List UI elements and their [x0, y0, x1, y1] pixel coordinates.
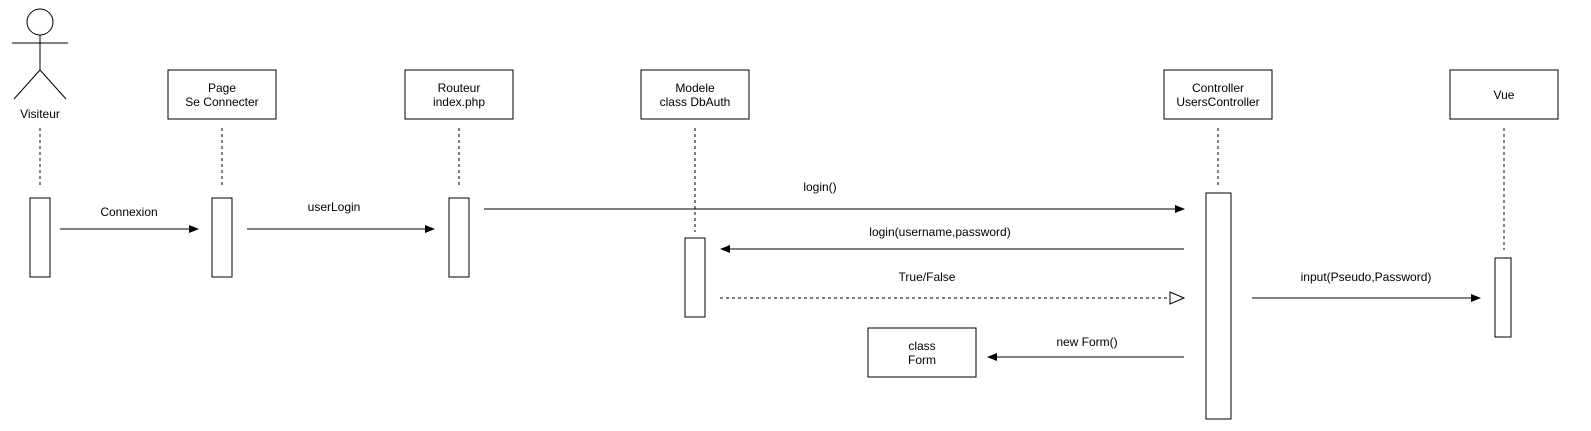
participant-label-line2: UsersController [1176, 95, 1259, 109]
participant-box [640, 69, 750, 120]
participant-label-line1: Routeur [438, 81, 481, 95]
participant-label-line1: Modele [675, 81, 715, 95]
actor-head [26, 8, 54, 36]
message-userlogin: userLogin [247, 200, 435, 233]
message-label: new Form() [1056, 335, 1117, 349]
activation-visiteur [29, 197, 51, 278]
message-login-credentials: login(username,password) [720, 225, 1184, 253]
participant-label-line1: Page [208, 81, 236, 95]
message-connexion: Connexion [60, 205, 199, 233]
participant-controller: Controller UsersController [1163, 69, 1273, 120]
participant-box [167, 69, 277, 120]
participant-label-line1: Controller [1192, 81, 1244, 95]
activation-controller [1205, 192, 1232, 420]
message-true-false: True/False [720, 270, 1184, 298]
activation-modele [684, 237, 706, 318]
participant-box [404, 69, 514, 120]
participant-page: Page Se Connecter [167, 69, 277, 120]
activation-routeur [448, 197, 470, 278]
message-label: login(username,password) [869, 225, 1010, 239]
message-label: Connexion [100, 205, 157, 219]
participant-routeur: Routeur index.php [404, 69, 514, 120]
activation-page [211, 197, 233, 278]
form-box-line2: Form [908, 353, 936, 367]
actor-left-leg [13, 69, 41, 100]
message-label: True/False [899, 270, 956, 284]
message-new-form: new Form() [987, 335, 1184, 361]
form-box-rect [867, 327, 977, 378]
participant-modele: Modele class DbAuth [640, 69, 750, 120]
message-label: input(Pseudo,Password) [1301, 270, 1432, 284]
message-label: login() [803, 180, 836, 194]
activation-vue [1494, 257, 1512, 338]
participant-label-line2: Se Connecter [185, 95, 258, 109]
actor-right-leg [39, 69, 67, 100]
message-input: input(Pseudo,Password) [1252, 270, 1481, 302]
message-label: userLogin [308, 200, 361, 214]
participant-vue: Vue [1449, 69, 1559, 120]
actor-label: Visiteur [20, 107, 60, 121]
form-box-line1: class [908, 339, 935, 353]
form-box: class Form [867, 327, 977, 378]
message-login: login() [484, 180, 1185, 213]
participant-box [1163, 69, 1273, 120]
participant-box [1449, 69, 1559, 120]
participant-label-line2: class DbAuth [660, 95, 731, 109]
participant-label-line1: Vue [1494, 88, 1515, 102]
participant-label-line2: index.php [433, 95, 485, 109]
actor-visiteur: Visiteur [12, 8, 68, 121]
